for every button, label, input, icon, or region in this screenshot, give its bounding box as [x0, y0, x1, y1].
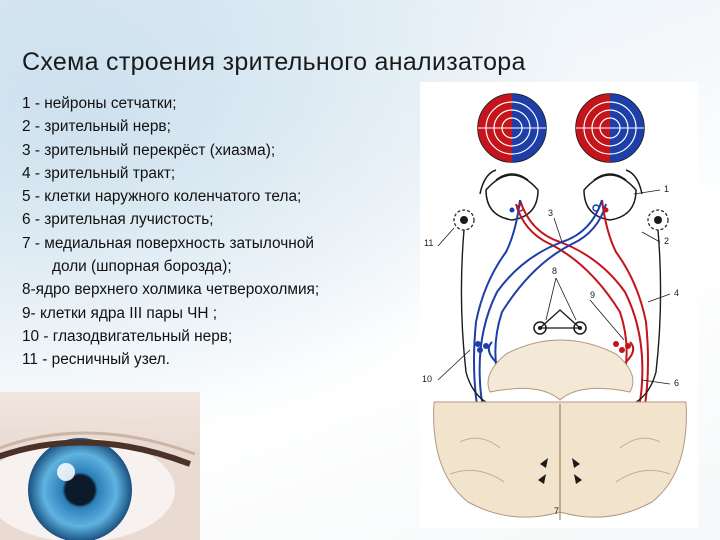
label-9: 9 — [590, 290, 595, 300]
ciliary-ganglion-left — [454, 210, 474, 230]
occipital-lobe — [434, 402, 687, 520]
left-visual-field — [478, 94, 546, 162]
left-eyeball — [480, 170, 538, 220]
label-4: 4 — [674, 288, 679, 298]
legend-item: 3 - зрительный перекрёст (хиазма); — [22, 139, 422, 162]
ciliary-ganglion-right — [648, 210, 668, 230]
legend-item: 9- клетки ядра III пары ЧН ; — [22, 302, 422, 325]
legend-item: 2 - зрительный нерв; — [22, 115, 422, 138]
label-2: 2 — [664, 236, 669, 246]
legend-item: 11 - ресничный узел. — [22, 348, 422, 371]
right-visual-field — [576, 94, 644, 162]
legend-item: 5 - клетки наружного коленчатого тела; — [22, 185, 422, 208]
label-7: 7 — [554, 506, 559, 516]
superior-colliculus-nuclei — [534, 310, 586, 334]
label-11: 11 — [424, 238, 433, 248]
legend-item: доли (шпорная борозда); — [22, 255, 422, 278]
legend-item: 10 - глазодвигательный нерв; — [22, 325, 422, 348]
label-1: 1 — [664, 184, 669, 194]
label-10: 10 — [422, 374, 432, 384]
label-6: 6 — [674, 378, 679, 388]
legend-item: 7 - медиальная поверхность затылочной — [22, 232, 422, 255]
right-eyeball — [584, 170, 642, 220]
legend-item: 8-ядро верхнего холмика четверохолмия; — [22, 278, 422, 301]
label-8: 8 — [552, 266, 557, 276]
label-3: 3 — [548, 208, 553, 218]
midbrain — [488, 340, 633, 400]
legend-item: 4 - зрительный тракт; — [22, 162, 422, 185]
legend-item: 1 - нейроны сетчатки; — [22, 92, 422, 115]
legend-list: 1 - нейроны сетчатки; 2 - зрительный нер… — [22, 92, 422, 372]
legend-item: 6 - зрительная лучистость; — [22, 208, 422, 231]
page-title: Схема строения зрительного анализатора — [22, 48, 712, 77]
visual-pathway-diagram: 1 2 3 4 6 7 8 9 10 11 — [420, 82, 698, 528]
eye-image — [0, 392, 200, 540]
